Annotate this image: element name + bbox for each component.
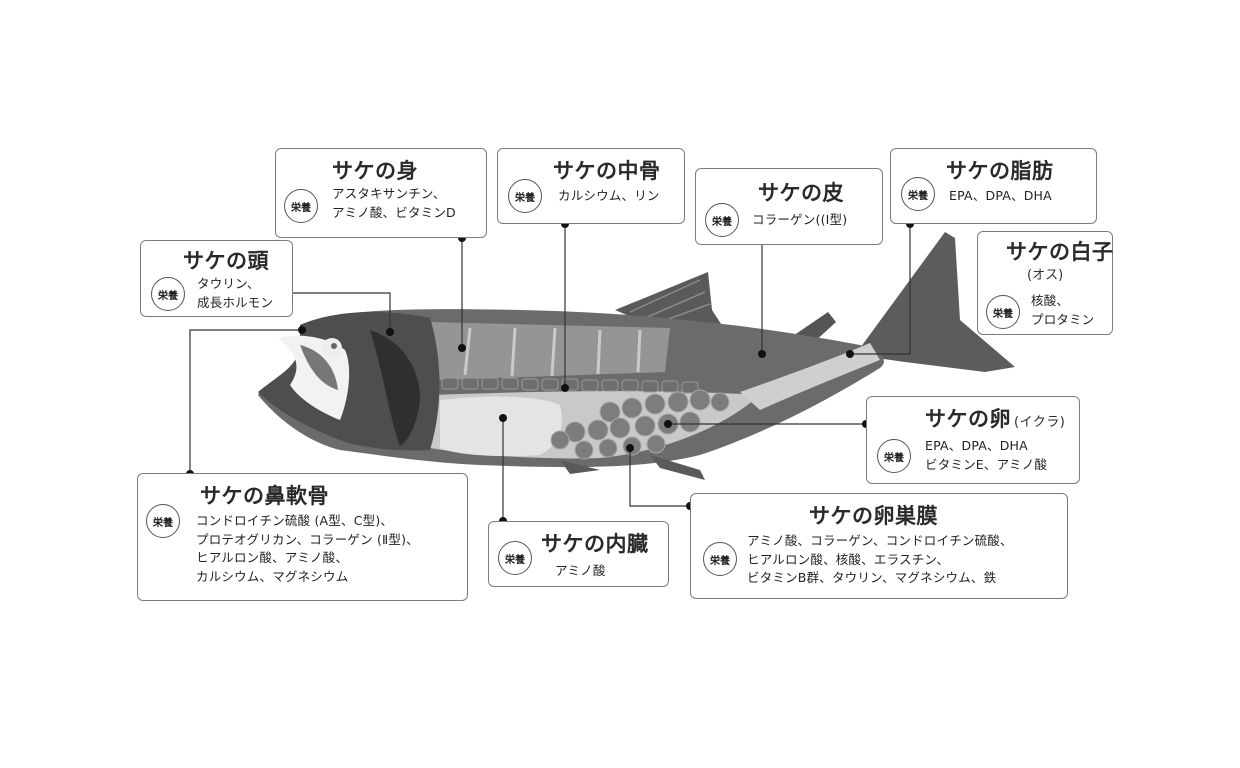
card-viscera: サケの内臓 栄養 アミノ酸 [488,521,669,587]
nutrition-badge: 栄養 [901,177,935,211]
card-body: アミノ酸、コラーゲン、コンドロイチン硫酸、 ヒアルロン酸、核酸、エラスチン、 ビ… [747,533,1013,585]
card-title-text: サケの卵 [925,407,1011,431]
card-title: サケの脂肪 [946,159,1054,183]
card-body: EPA、DPA、DHA ビタミンE、アミノ酸 [925,438,1048,472]
flesh-area [430,322,670,380]
card-body: タウリン、 成長ホルモン [197,276,274,310]
nutrition-badge: 栄養 [284,189,318,223]
vertebrae [441,377,699,394]
card-body: アスタキサンチン、 アミノ酸、ビタミンD [332,186,456,220]
connector-lines [189,224,911,521]
card-roe: サケの卵(イクラ) 栄養 EPA、DPA、DHA ビタミンE、アミノ酸 [866,396,1080,484]
card-title-suffix: (イクラ) [1014,415,1066,430]
card-title: サケの内臓 [541,532,649,556]
nutrition-badge: 栄養 [498,541,532,575]
nutrition-badge: 栄養 [508,179,542,213]
nutrition-badge: 栄養 [705,203,739,237]
card-milt: サケの白子 (オス) 栄養 核酸、 プロタミン [977,231,1113,335]
card-title: サケの卵(イクラ) [925,403,1065,433]
card-title: サケの白子 [1006,240,1114,264]
card-skin: サケの皮 栄養 コラーゲン((Ⅰ型) [695,168,883,245]
card-title: サケの鼻軟骨 [200,484,329,508]
nutrition-badge: 栄養 [151,277,185,311]
nutrition-badge: 栄養 [877,439,911,473]
card-body: アミノ酸 [555,563,606,578]
card-body: EPA、DPA、DHA [949,188,1052,203]
nutrition-badge: 栄養 [703,542,737,576]
dorsal-fin [615,272,725,330]
card-middle-bone: サケの中骨 栄養 カルシウム、リン [497,148,685,224]
card-fat: サケの脂肪 栄養 EPA、DPA、DHA [890,148,1097,224]
card-nasal-cartilage: サケの鼻軟骨 栄養 コンドロイチン硫酸 (A型、C型)、 プロテオグリカン、コラ… [137,473,468,601]
card-title: サケの皮 [758,181,844,205]
fat-band [740,343,880,410]
card-body: コンドロイチン硫酸 (A型、C型)、 プロテオグリカン、コラーゲン (Ⅱ型)、 … [196,513,419,584]
card-body: コラーゲン((Ⅰ型) [752,212,848,227]
card-subtitle: (オス) [1027,268,1064,283]
fish-tail [855,232,1015,372]
connector-dots [186,220,914,525]
card-ovarian-membrane: サケの卵巣膜 栄養 アミノ酸、コラーゲン、コンドロイチン硫酸、 ヒアルロン酸、核… [690,493,1068,599]
nutrition-badge: 栄養 [146,504,180,538]
card-flesh: サケの身 栄養 アスタキサンチン、 アミノ酸、ビタミンD [275,148,487,238]
viscera-area [440,396,562,457]
card-title: サケの中骨 [553,159,661,183]
card-head: サケの頭 栄養 タウリン、 成長ホルモン [140,240,293,317]
card-title: サケの身 [332,159,418,183]
card-title: サケの卵巣膜 [809,504,938,528]
nutrition-badge: 栄養 [986,295,1020,329]
card-body: カルシウム、リン [558,188,660,203]
card-title: サケの頭 [183,249,269,273]
card-body: 核酸、 プロタミン [1031,293,1095,327]
